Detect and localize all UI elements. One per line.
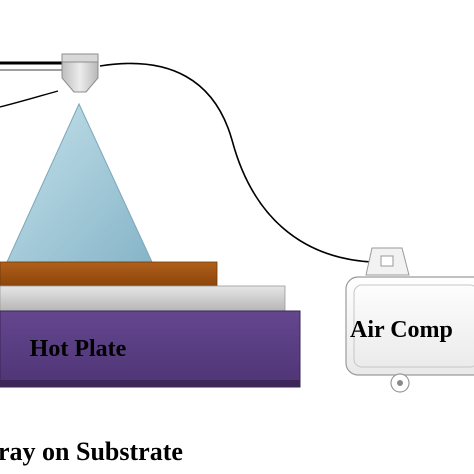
spray-nozzle-icon — [61, 53, 99, 93]
wheel-icon — [390, 373, 410, 393]
feed-line — [0, 61, 62, 71]
hot-plate: Hot Plate — [0, 310, 301, 388]
spray-cone — [6, 102, 153, 263]
glass-slab — [0, 285, 286, 312]
diagram-caption: ray on Substrate — [0, 437, 183, 466]
air-compressor-icon: Air Comp — [345, 247, 474, 393]
air-hose — [99, 62, 373, 263]
air-compressor-label: Air Comp — [350, 317, 453, 343]
hot-plate-label: Hot Plate — [30, 336, 127, 362]
substrate — [0, 261, 218, 287]
support-line — [0, 90, 59, 108]
